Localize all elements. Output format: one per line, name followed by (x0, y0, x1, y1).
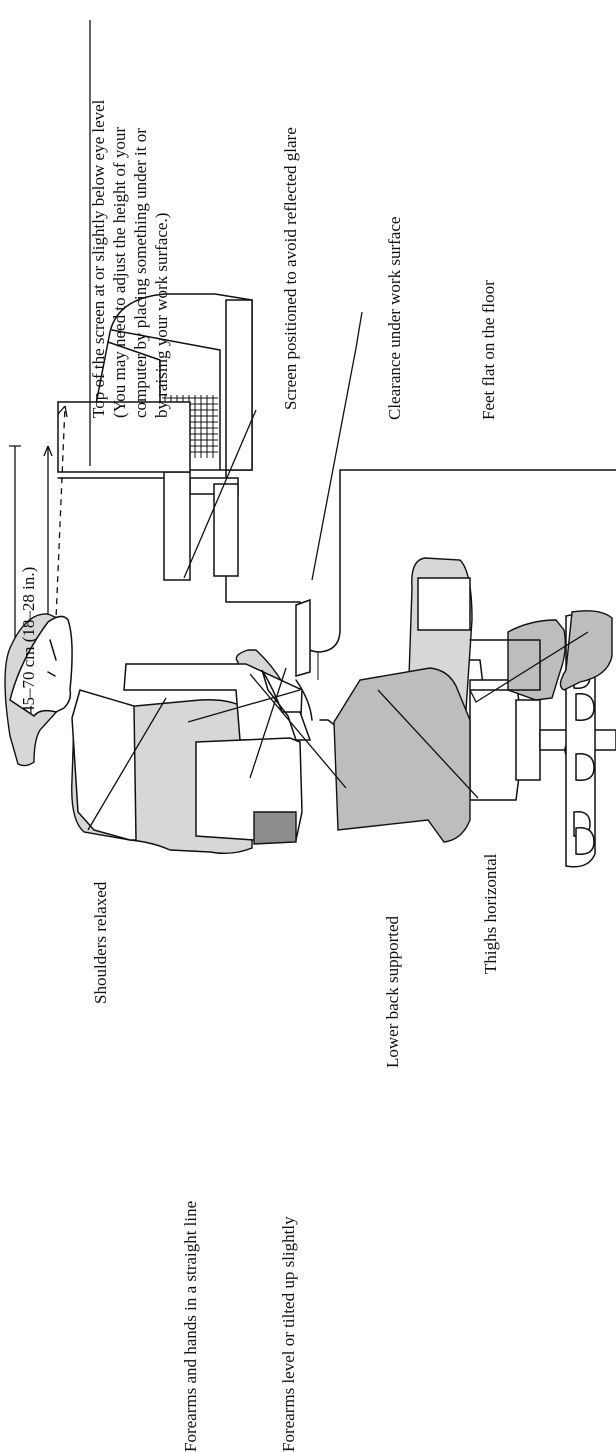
label-forearms-level: Forearms level or tilted up slightly (279, 1216, 298, 1452)
label-thighs: Thighs horizontal (481, 853, 500, 974)
label-forearms-hands: Forearms and hands in a straight line (181, 1201, 200, 1452)
labels: Top of the screen at or slightly below e… (19, 99, 500, 1452)
computer-monitor (57, 293, 253, 581)
leader-lines (87, 20, 589, 831)
label-screen-top-note-3: by raising your work surface.) (152, 213, 171, 418)
label-feet: Feet flat on the floor (479, 280, 498, 420)
keyboard (295, 598, 311, 677)
label-glare: Screen positioned to avoid reflected gla… (281, 127, 300, 410)
label-screen-top-note-2: computer by placing something under it o… (131, 128, 150, 418)
label-clearance: Clearance under work surface (385, 217, 404, 420)
label-screen-top: Top of the screen at or slightly below e… (89, 99, 108, 418)
label-screen-top-note-1: (You may need to adjust the height of yo… (110, 127, 129, 418)
label-shoulders: Shoulders relaxed (91, 881, 110, 1004)
label-distance: 45–70 cm (18–28 in.) (19, 567, 38, 714)
label-lower-back: Lower back supported (383, 915, 402, 1068)
